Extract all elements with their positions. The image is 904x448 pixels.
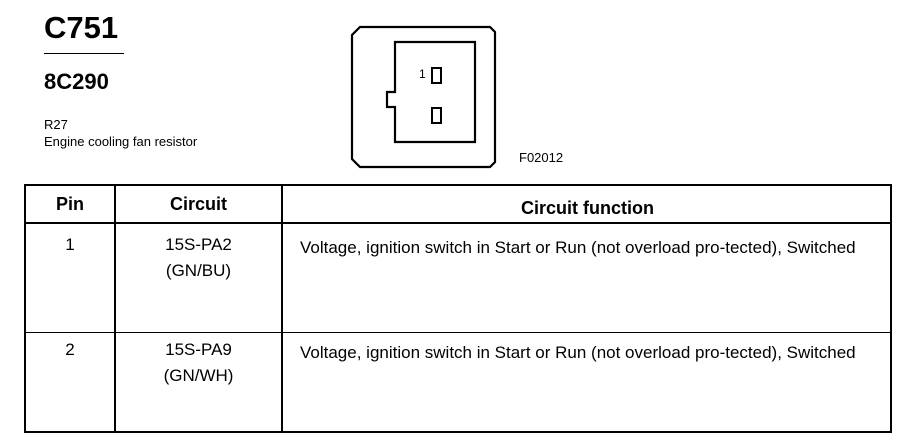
row-1-circuit-function: Voltage, ignition switch in Start or Run… [300,238,856,257]
row-1-circuit: 15S-PA2 (GN/BU) [116,232,281,284]
diagram-pin-number: 1 [419,67,426,81]
figure-code: F02012 [519,150,564,165]
pin-2-terminal [431,107,442,124]
row-2-circuit-function: Voltage, ignition switch in Start or Run… [300,343,856,362]
connector-id: C751 [44,10,119,45]
component-description: Engine cooling fan resistor [44,134,198,149]
row-2-circuit-code: 15S-PA9 [165,340,232,359]
row-2-pin: 2 [65,340,75,359]
header-circuit: Circuit [169,194,227,214]
pin-1-terminal [431,67,442,84]
column-divider [114,184,116,433]
pinout-table [24,184,892,433]
row-divider [24,332,892,333]
row-2-circuit: 15S-PA9 (GN/WH) [116,337,281,389]
row-1-circuit-code: 15S-PA2 [165,235,232,254]
reference-code: R27 [44,117,68,132]
connector-face-diagram [350,25,497,169]
row-2-circuit-color: (GN/WH) [163,366,234,385]
title-divider [44,53,124,54]
column-divider [281,184,283,433]
part-number: 8C290 [44,69,109,94]
row-1-circuit-color: (GN/BU) [165,261,232,280]
header-pin: Pin [55,194,84,214]
row-1-pin: 1 [65,235,75,254]
header-circuit-function: Circuit function [521,198,654,218]
connector-housing-outline [350,25,497,169]
header-divider [24,222,892,224]
connector-cavity-outline [385,40,477,144]
